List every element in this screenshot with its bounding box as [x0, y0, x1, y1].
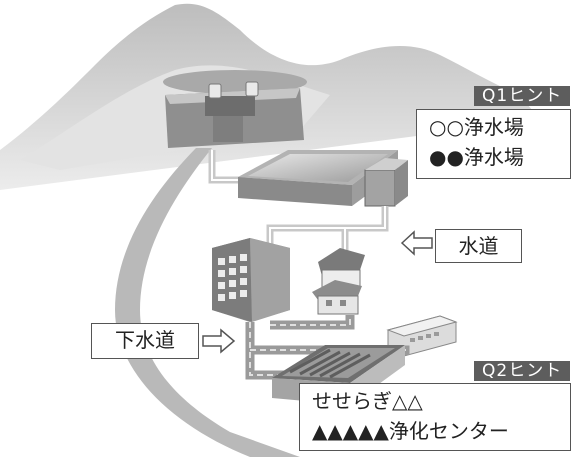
q1-hint-box: ○○浄水場 ●●浄水場: [416, 109, 571, 179]
q2-facility-name-2: ▲▲▲▲▲浄化センター: [312, 419, 509, 443]
office-building: [212, 238, 290, 322]
water-supply-label: 水道: [435, 229, 522, 263]
q1-plant-name-2: ●●浄水場: [429, 145, 524, 169]
houses: [312, 248, 365, 315]
q2-facility-name-1: せせらぎ△△: [312, 389, 423, 413]
road: [115, 148, 300, 457]
water-supply-arrow-icon: [400, 230, 433, 256]
sewerage-label: 下水道: [91, 323, 199, 359]
dam: [163, 70, 307, 148]
q2-hint-tag: Q2ヒント: [474, 361, 571, 381]
q1-hint-tag: Q1ヒント: [474, 86, 571, 106]
purification-plant: [238, 150, 408, 207]
q1-plant-name-1: ○○浄水場: [429, 115, 524, 139]
q2-hint-box: せせらぎ△△ ▲▲▲▲▲浄化センター: [299, 383, 571, 451]
sewerage-arrow-icon: [202, 328, 236, 354]
